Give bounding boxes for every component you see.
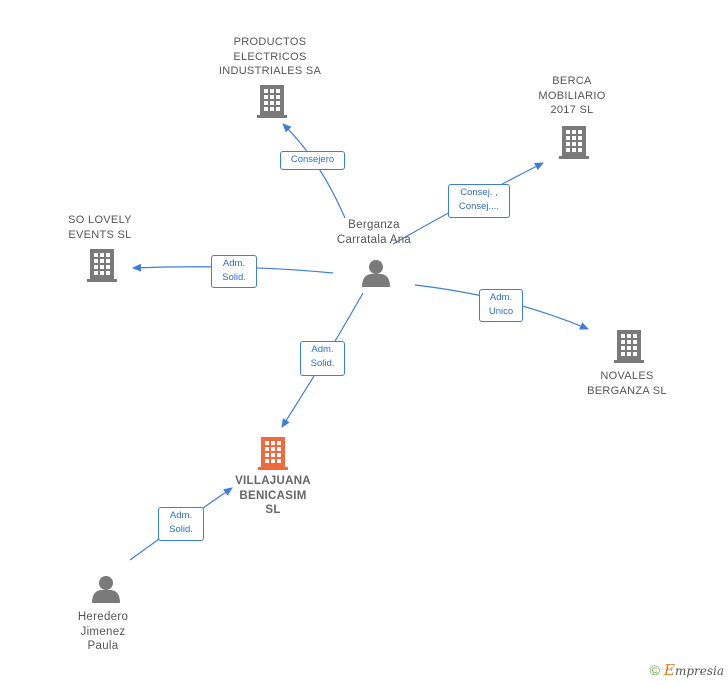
person-icon[interactable] — [362, 260, 390, 287]
edge-consejero — [282, 123, 346, 219]
node-label-productos[interactable]: PRODUCTOS ELECTRICOS INDUSTRIALES SA — [218, 36, 322, 77]
building-icon[interactable] — [257, 85, 287, 118]
node-label-berca[interactable]: BERCA MOBILIARIO 2017 SL — [538, 75, 606, 116]
node-label-solovely[interactable]: SO LOVELY EVENTS SL — [68, 214, 132, 241]
copyright-icon: © — [649, 662, 660, 678]
edge-label-adm-solid: Adm. Solid. — [158, 507, 204, 541]
brand-credit[interactable]: ©Empresia — [650, 661, 724, 679]
edge-label-consejero: Consejero — [280, 151, 345, 170]
node-label-heredero[interactable]: Heredero Jimenez Paula — [77, 611, 129, 652]
building-icon[interactable] — [258, 437, 288, 470]
brand-name: mpresia — [674, 664, 724, 678]
node-label-villajuana[interactable]: VILLAJUANA BENICASIM SL — [235, 475, 311, 516]
building-icon[interactable] — [559, 126, 589, 159]
brand-initial: E — [663, 661, 675, 679]
building-icon[interactable] — [87, 249, 117, 282]
edge-label-adm-solid: Adm. Solid. — [211, 255, 257, 288]
node-label-berganza[interactable]: Berganza Carratala Ana — [336, 219, 412, 246]
edge-label-adm-unico: Adm. Unico — [479, 289, 523, 322]
edge-label-consej: Consej. , Consej.... — [448, 184, 510, 218]
node-label-novales[interactable]: NOVALES BERGANZA SL — [587, 370, 667, 397]
edge-label-adm-solid: Adm. Solid. — [300, 341, 345, 376]
building-icon[interactable] — [614, 330, 644, 363]
person-icon[interactable] — [92, 576, 120, 603]
